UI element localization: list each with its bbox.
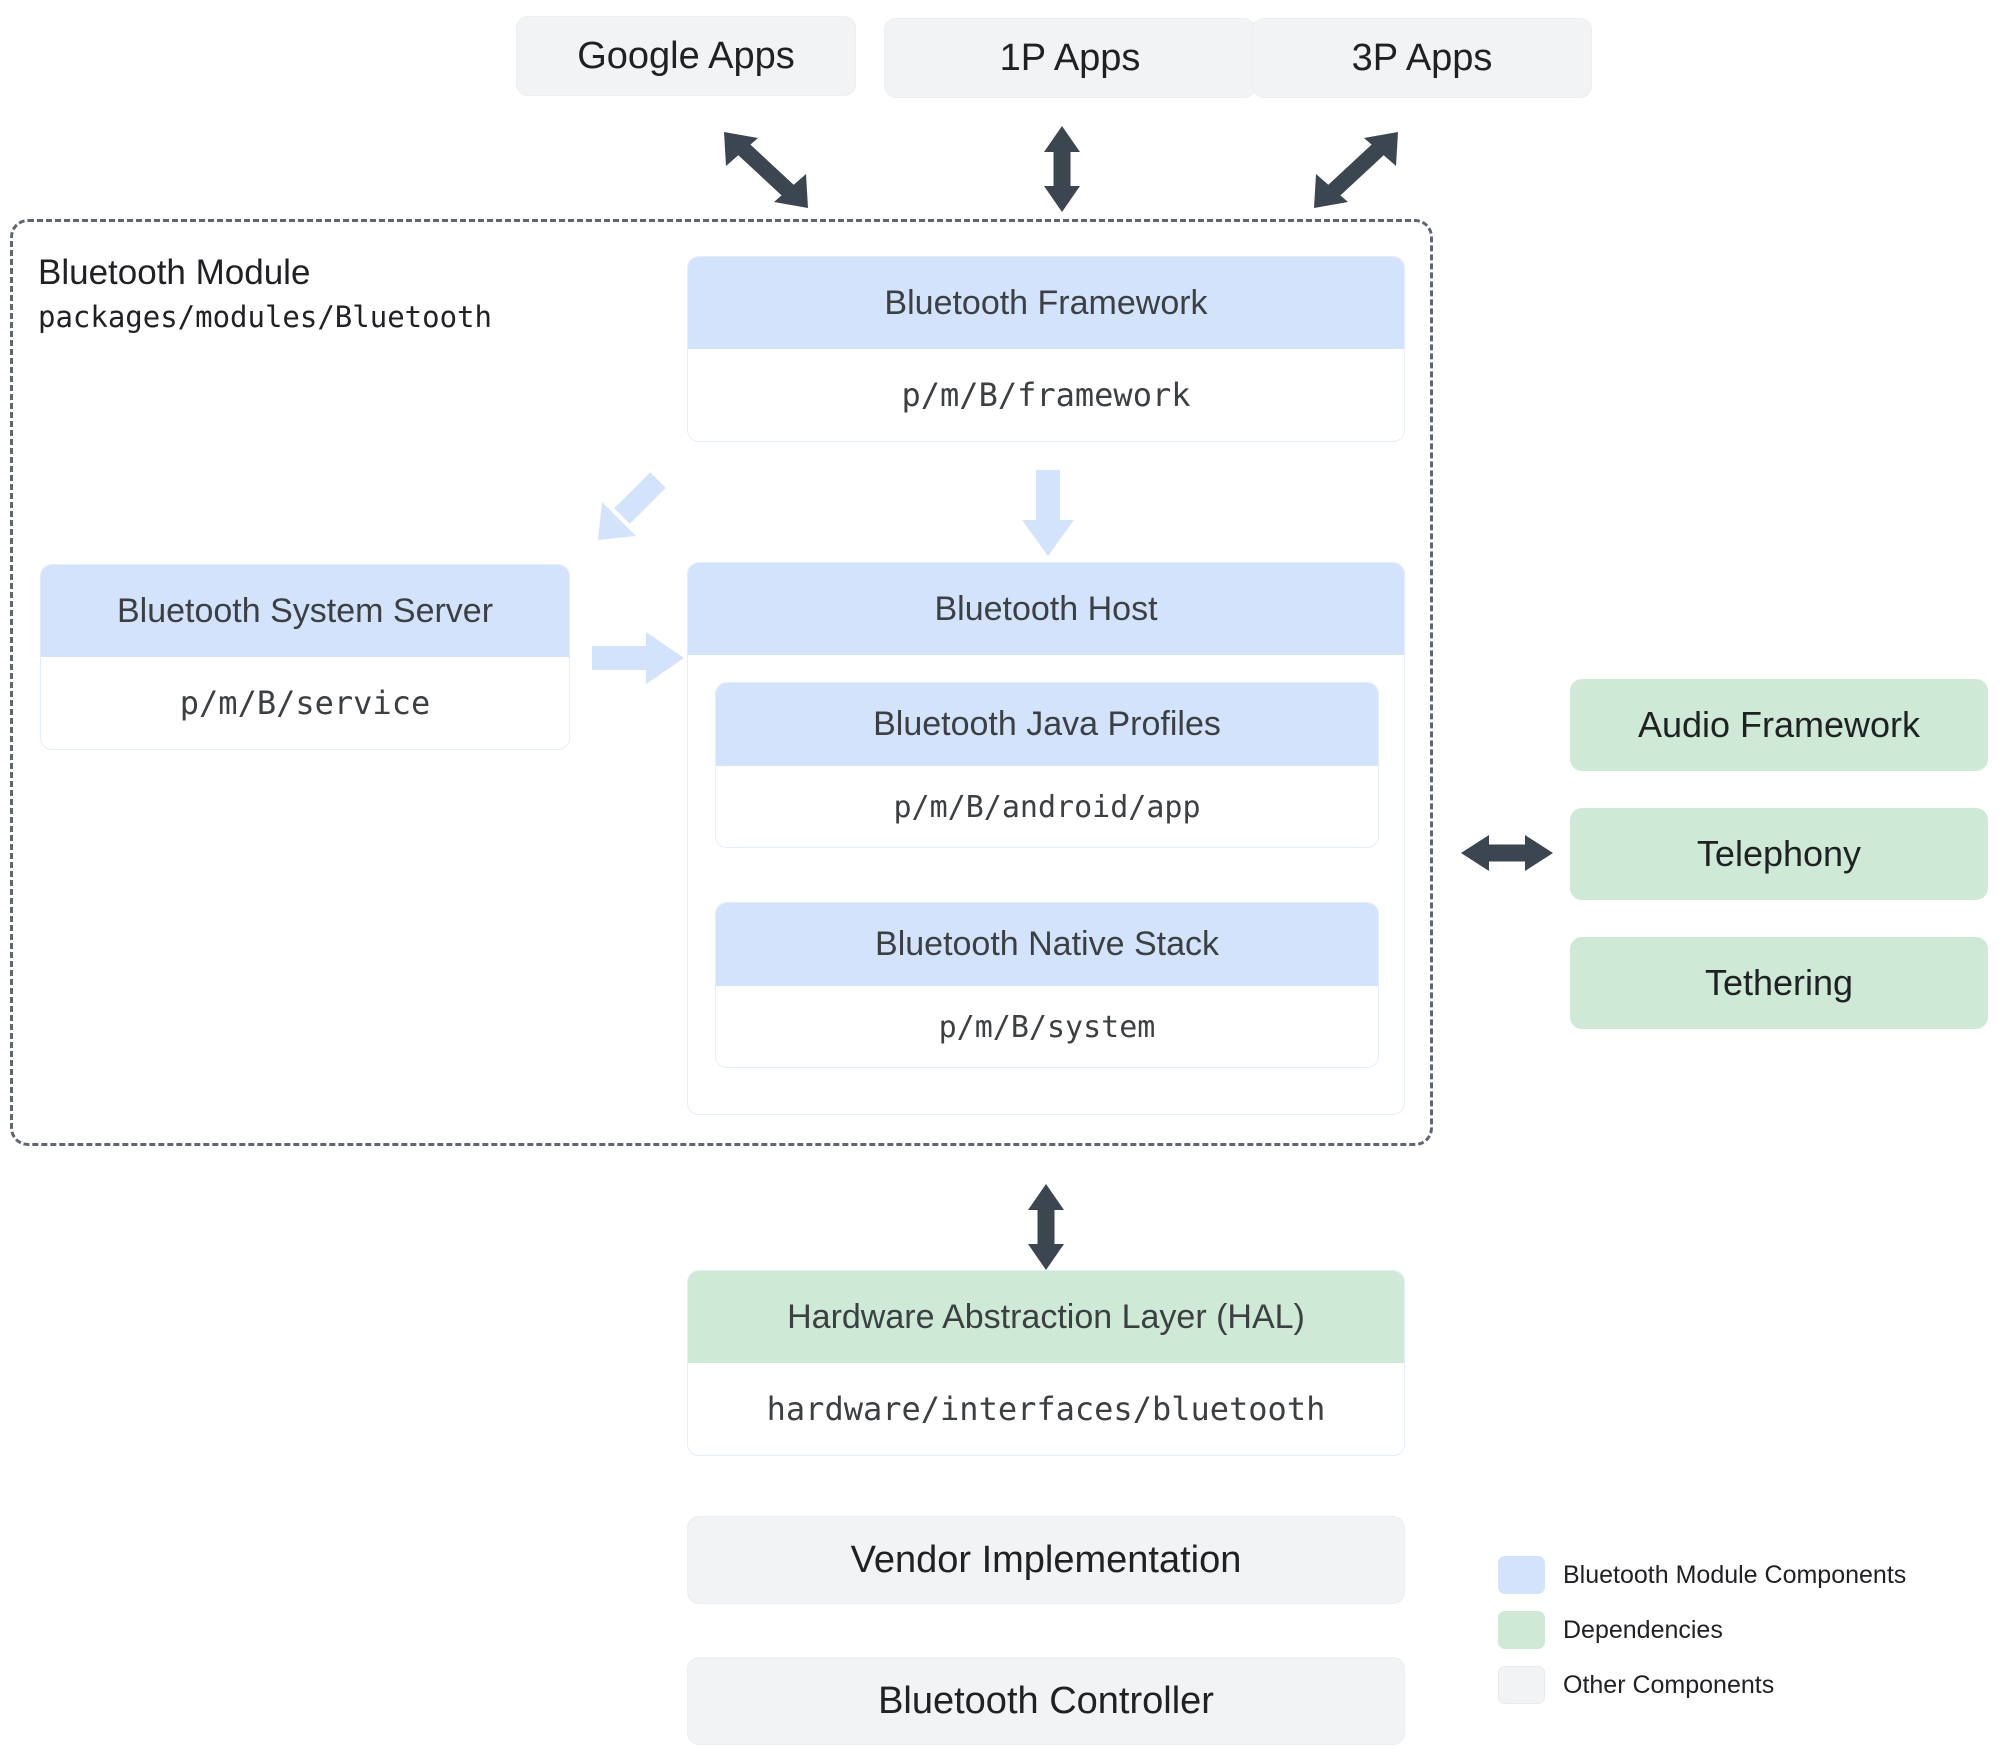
- card-hardware-abstraction-layer-path: hardware/interfaces/bluetooth: [688, 1363, 1404, 1455]
- legend-swatch-green: [1498, 1611, 1545, 1649]
- dependency-box-telephony: Telephony: [1570, 808, 1988, 900]
- arrow-module-to-hal-bidirectional: [1024, 1184, 1068, 1270]
- box-bluetooth-controller-label: Bluetooth Controller: [878, 1679, 1214, 1722]
- dependency-box-telephony-label: Telephony: [1696, 833, 1862, 874]
- card-bluetooth-host-title: Bluetooth Host: [688, 563, 1404, 655]
- card-bluetooth-native-stack: Bluetooth Native Stack p/m/B/system: [715, 902, 1379, 1068]
- arrow-1p-apps-bidirectional: [1040, 126, 1084, 212]
- arrow-framework-to-host: [1020, 470, 1076, 556]
- card-bluetooth-framework-title: Bluetooth Framework: [688, 257, 1404, 349]
- box-vendor-implementation-label: Vendor Implementation: [850, 1538, 1242, 1581]
- arrow-google-apps-bidirectional: [716, 130, 816, 210]
- card-bluetooth-system-server: Bluetooth System Server p/m/B/service: [40, 564, 570, 750]
- app-box-1p-apps-label: 1P Apps: [999, 36, 1141, 79]
- box-bluetooth-controller: Bluetooth Controller: [687, 1657, 1405, 1745]
- card-bluetooth-java-profiles-title: Bluetooth Java Profiles: [716, 683, 1378, 766]
- box-vendor-implementation: Vendor Implementation: [687, 1516, 1405, 1604]
- card-hardware-abstraction-layer: Hardware Abstraction Layer (HAL) hardwar…: [687, 1270, 1405, 1456]
- arrow-host-to-dependencies-bidirectional: [1461, 828, 1553, 878]
- app-box-3p-apps-label: 3P Apps: [1351, 36, 1493, 79]
- legend-swatch-blue: [1498, 1556, 1545, 1594]
- legend-item-module-components: Bluetooth Module Components: [1498, 1556, 1906, 1594]
- bluetooth-module-title: Bluetooth Module: [38, 253, 311, 292]
- dependency-box-audio-framework: Audio Framework: [1570, 679, 1988, 771]
- card-bluetooth-host: Bluetooth Host Bluetooth Java Profiles p…: [687, 562, 1405, 1115]
- arrow-3p-apps-bidirectional: [1306, 130, 1406, 210]
- legend-item-dependencies: Dependencies: [1498, 1611, 1906, 1649]
- app-box-3p-apps: 3P Apps: [1252, 18, 1592, 98]
- app-box-google-apps-label: Google Apps: [577, 34, 795, 77]
- card-bluetooth-java-profiles: Bluetooth Java Profiles p/m/B/android/ap…: [715, 682, 1379, 848]
- legend-label-dependencies: Dependencies: [1563, 1615, 1723, 1644]
- bluetooth-module-container: [10, 219, 1433, 1146]
- legend-item-other-components: Other Components: [1498, 1666, 1906, 1704]
- card-bluetooth-native-stack-path: p/m/B/system: [716, 986, 1378, 1067]
- card-bluetooth-framework-path: p/m/B/framework: [688, 349, 1404, 441]
- dependency-box-audio-framework-label: Audio Framework: [1637, 704, 1921, 745]
- app-box-google-apps: Google Apps: [516, 16, 856, 96]
- legend-label-module-components: Bluetooth Module Components: [1563, 1560, 1907, 1589]
- dependency-box-tethering-label: Tethering: [1704, 962, 1854, 1003]
- card-bluetooth-java-profiles-path: p/m/B/android/app: [716, 766, 1378, 847]
- card-bluetooth-system-server-path: p/m/B/service: [41, 657, 569, 749]
- arrow-system-server-to-host: [592, 630, 684, 686]
- card-hardware-abstraction-layer-title: Hardware Abstraction Layer (HAL): [688, 1271, 1404, 1363]
- bluetooth-module-path: packages/modules/Bluetooth: [38, 300, 492, 334]
- arrow-framework-to-system-server: [592, 466, 672, 546]
- legend-label-other-components: Other Components: [1563, 1670, 1775, 1699]
- legend: Bluetooth Module Components Dependencies…: [1498, 1556, 1906, 1704]
- legend-swatch-grey: [1498, 1666, 1545, 1704]
- dependency-box-tethering: Tethering: [1570, 937, 1988, 1029]
- app-box-1p-apps: 1P Apps: [884, 18, 1256, 98]
- card-bluetooth-framework: Bluetooth Framework p/m/B/framework: [687, 256, 1405, 442]
- card-bluetooth-system-server-title: Bluetooth System Server: [41, 565, 569, 657]
- card-bluetooth-native-stack-title: Bluetooth Native Stack: [716, 903, 1378, 986]
